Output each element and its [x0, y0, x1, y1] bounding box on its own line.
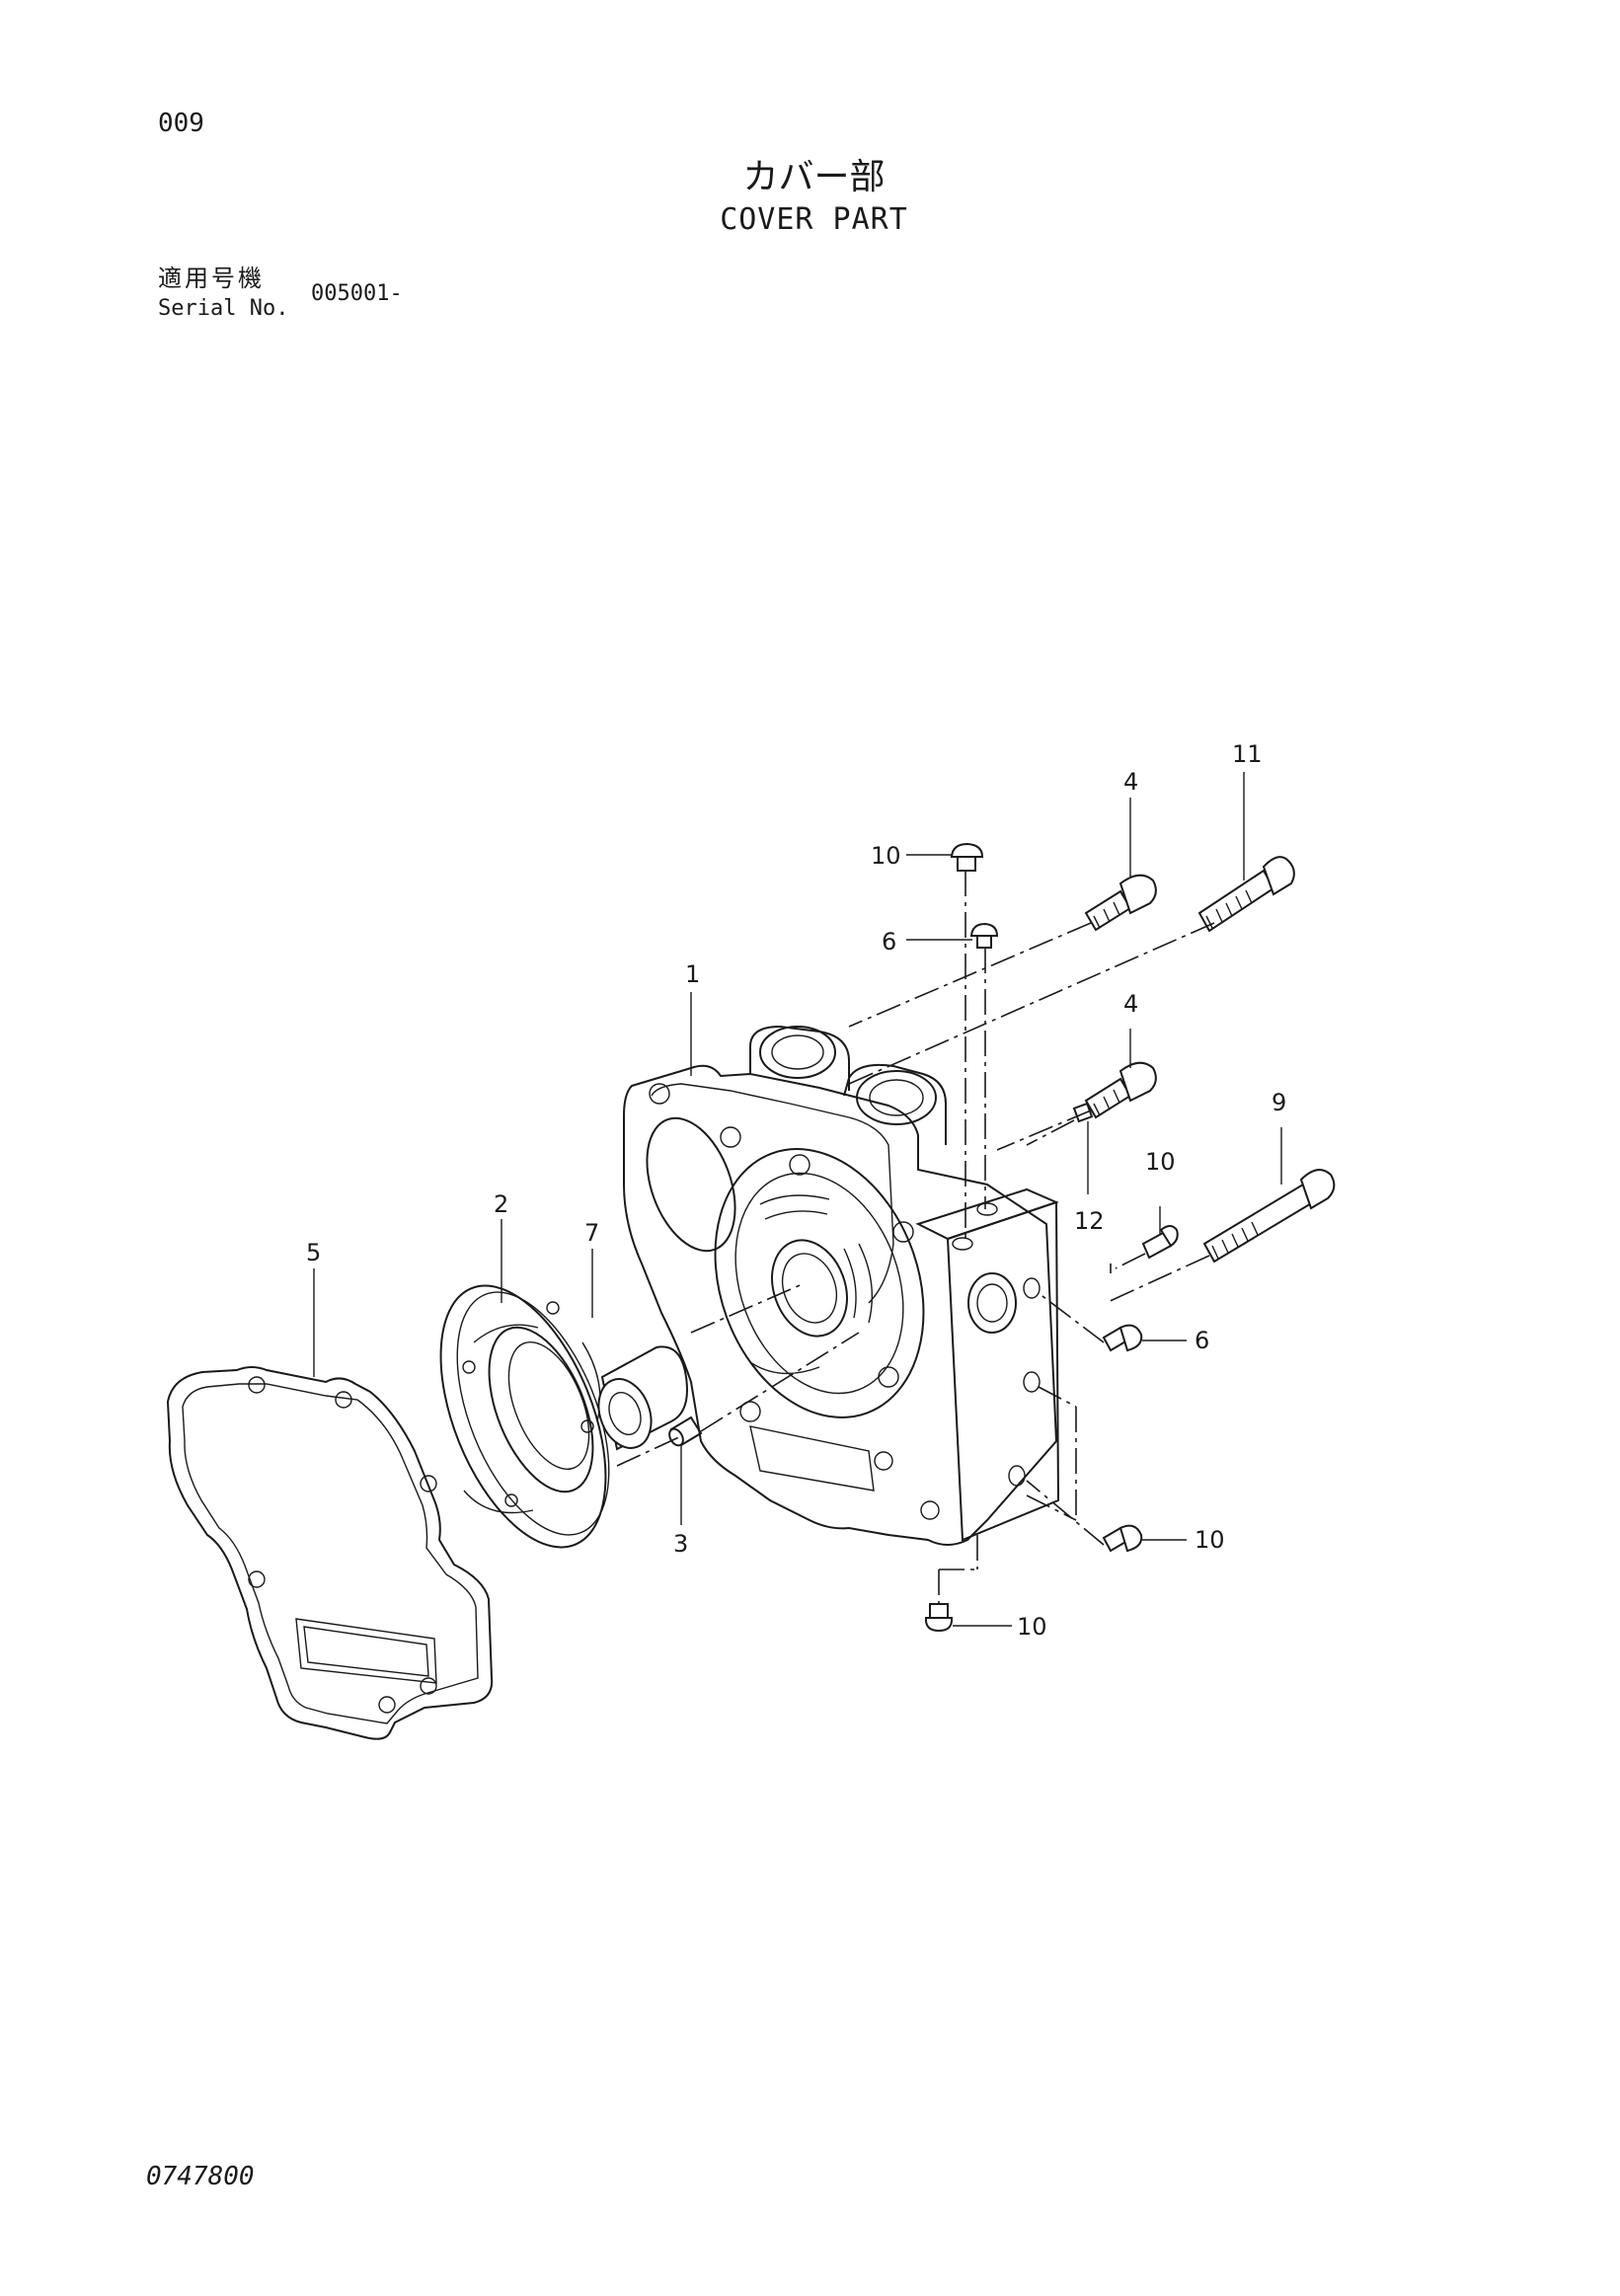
- plug-part-10-lower: [1102, 1524, 1143, 1553]
- bushing-part-7: [597, 1345, 688, 1451]
- callout-10-top: 10: [871, 842, 901, 870]
- callout-12: 12: [1074, 1207, 1105, 1235]
- serial-label-japanese: 適用号機: [158, 265, 265, 292]
- plug-part-6-right: [1102, 1324, 1143, 1352]
- callout-6-right: 6: [1195, 1327, 1209, 1354]
- callout-3: 3: [673, 1530, 688, 1558]
- pin-part-3: [668, 1416, 703, 1447]
- callout-5: 5: [306, 1239, 321, 1266]
- callout-1: 1: [685, 960, 700, 988]
- valve-plate-part-2: [439, 1284, 610, 1549]
- leader-lines: [313, 772, 1282, 1627]
- gasket-part-5: [166, 1366, 494, 1740]
- plug-part-10-top: [950, 842, 984, 872]
- callout-7: 7: [584, 1219, 599, 1247]
- callout-4-lower: 4: [1123, 990, 1138, 1018]
- bolt-part-11: [1197, 856, 1295, 933]
- part-callouts: 11 4 10 6 1 4 9 10 12 2 7 5 6 3 10 10: [306, 740, 1286, 1641]
- callout-10-lower: 10: [1195, 1526, 1225, 1554]
- bolt-part-4-upper: [1084, 874, 1157, 932]
- plug-part-12: [1072, 1102, 1094, 1123]
- serial-number-range: 005001-: [311, 281, 403, 306]
- callout-2: 2: [494, 1190, 508, 1218]
- assembly-center-lines: [616, 871, 1215, 1604]
- cover-body-part-1: [623, 1025, 1060, 1546]
- page-number: 009: [158, 109, 204, 138]
- bolt-part-4-lower: [1084, 1061, 1157, 1119]
- callout-6-top: 6: [882, 928, 896, 956]
- page-title-english: COVER PART: [720, 202, 908, 237]
- callout-11: 11: [1232, 740, 1263, 768]
- plug-part-10-mid: [1141, 1225, 1179, 1260]
- page-title-japanese: カバー部: [742, 157, 886, 197]
- serial-label-english: Serial No.: [158, 296, 289, 321]
- plug-part-10-bottom: [924, 1603, 954, 1633]
- callout-10-mid: 10: [1145, 1148, 1176, 1176]
- callout-9: 9: [1272, 1089, 1286, 1116]
- bolt-part-9: [1202, 1169, 1336, 1263]
- plug-part-6-top: [969, 922, 999, 949]
- callout-10-bottom: 10: [1017, 1613, 1047, 1641]
- drawing-number: 0747800: [146, 2162, 255, 2191]
- callout-4-upper: 4: [1123, 768, 1138, 796]
